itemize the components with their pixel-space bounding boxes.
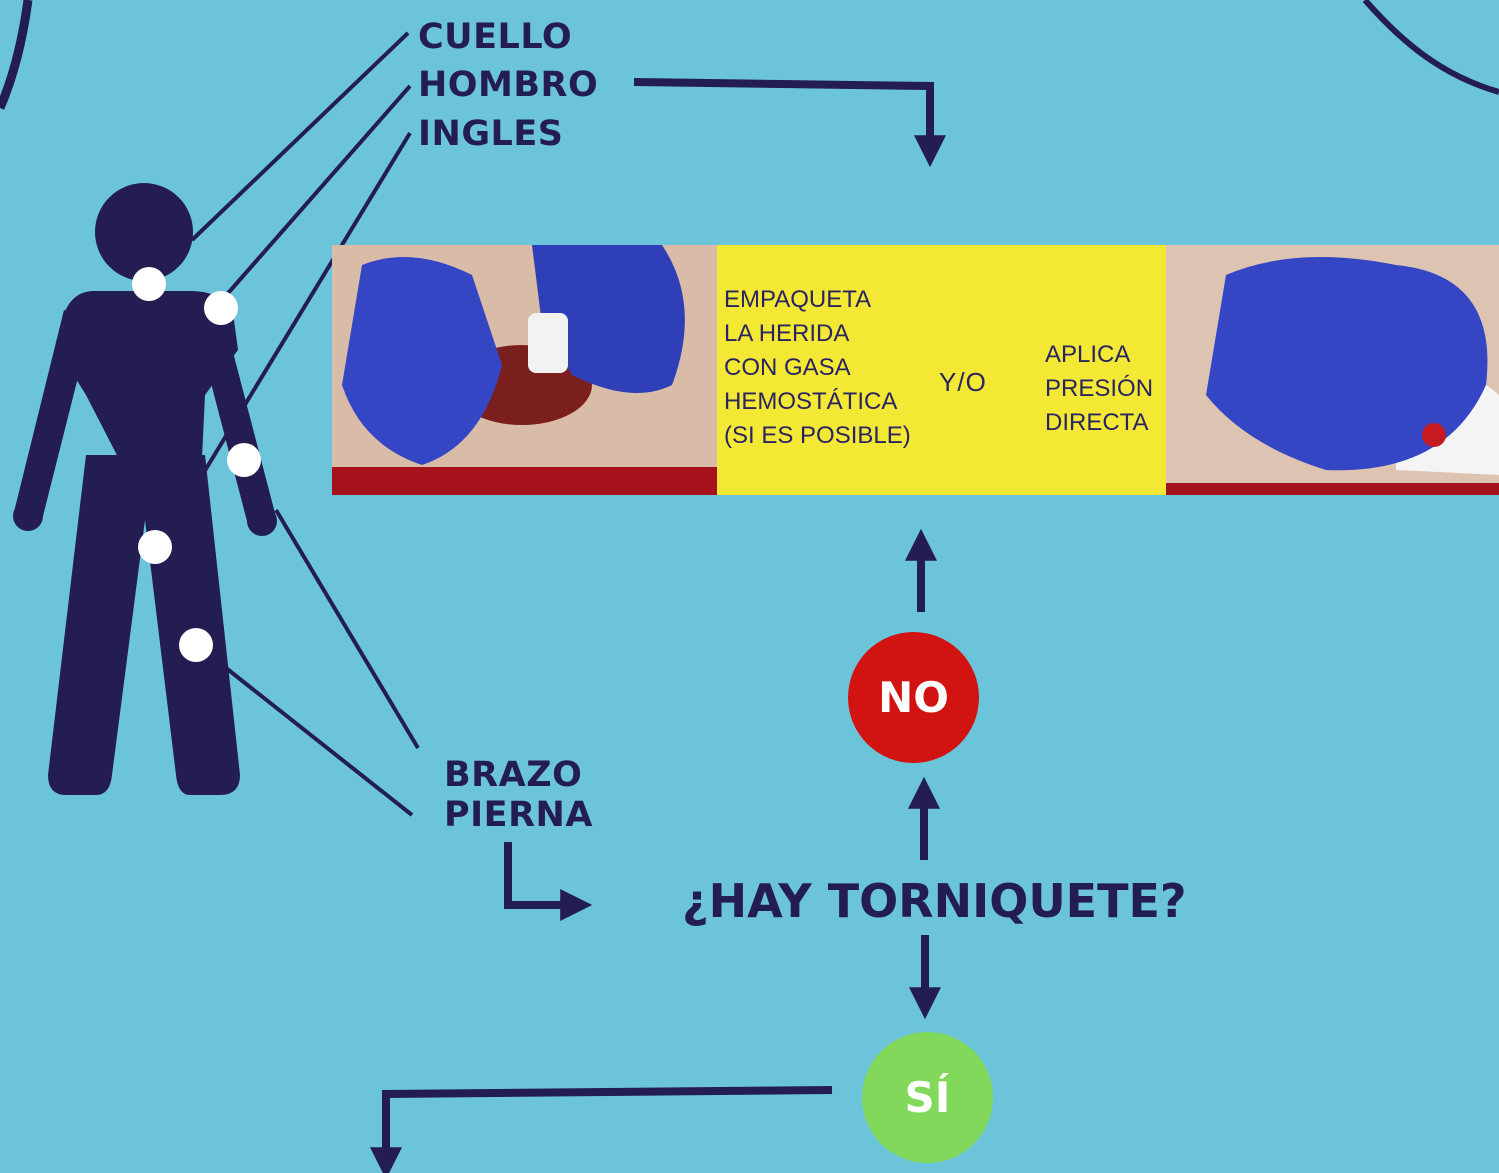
figure-head bbox=[95, 183, 193, 281]
pack-wound-text: EMPAQUETA LA HERIDA CON GASA HEMOSTÁTICA… bbox=[724, 286, 911, 449]
and-or-text: Y/O bbox=[939, 367, 987, 397]
label-arm: BRAZO bbox=[444, 755, 583, 795]
yes-badge: SÍ bbox=[862, 1032, 993, 1163]
label-shoulder: HOMBRO bbox=[418, 65, 599, 105]
figure-torso bbox=[58, 291, 238, 500]
arrow-upper-to-panel bbox=[633, 78, 946, 168]
instruction-panel: EMPAQUETA LA HERIDA CON GASA HEMOSTÁTICA… bbox=[717, 245, 1166, 495]
leader-lines bbox=[190, 31, 420, 817]
figure-arm-left bbox=[14, 310, 93, 520]
direct-pressure-photo bbox=[1166, 245, 1499, 495]
corner-curve-left bbox=[0, 0, 33, 110]
label-leg: PIERNA bbox=[444, 795, 593, 835]
figure-legs bbox=[48, 455, 240, 795]
arrow-yes-to-next bbox=[370, 1086, 833, 1173]
wound-site-markers bbox=[132, 267, 261, 662]
no-badge: NO bbox=[848, 632, 979, 763]
label-neck: CUELLO bbox=[418, 17, 573, 57]
arrow-lower-to-question bbox=[504, 842, 593, 921]
tourniquet-question: ¿HAY TORNIQUETE? bbox=[682, 874, 1187, 928]
label-groin: INGLES bbox=[418, 114, 564, 154]
corner-curve-right bbox=[1362, 0, 1499, 95]
direct-pressure-text: APLICA PRESIÓN DIRECTA bbox=[1045, 341, 1154, 436]
body-silhouette bbox=[13, 183, 277, 795]
wound-packing-photo bbox=[332, 245, 717, 495]
